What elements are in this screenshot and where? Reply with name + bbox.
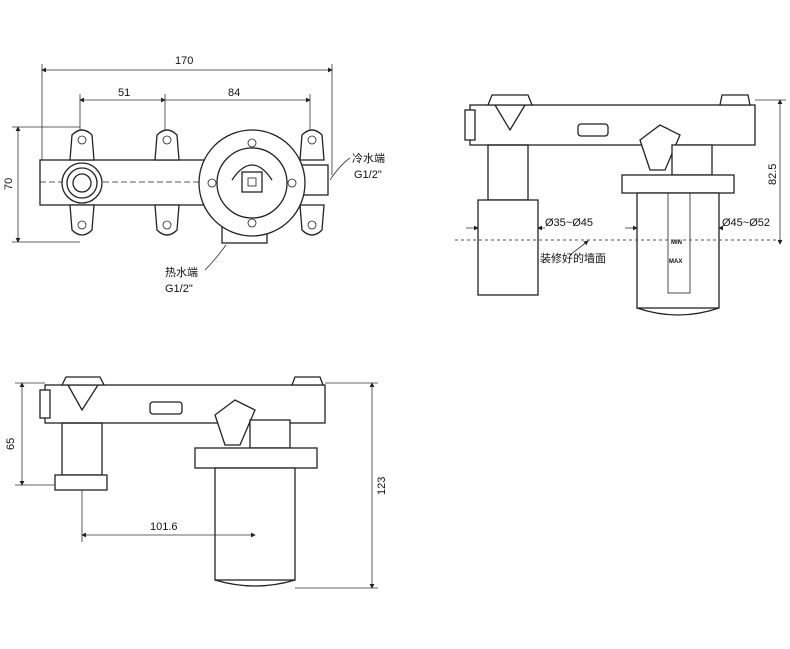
wall-label: 装修好的墙面 xyxy=(540,251,606,265)
front-view: 170 51 84 70 xyxy=(3,55,385,295)
top-view: 65 123 101.6 xyxy=(5,376,388,589)
top-dim-total: 123 xyxy=(376,477,388,495)
dim-right: 84 xyxy=(228,87,240,99)
dia-right: Ø45~Ø52 xyxy=(722,217,770,229)
max-label: MAX xyxy=(669,259,682,265)
cold-inlet-label: 冷水端 xyxy=(352,152,385,165)
min-label: MIN xyxy=(671,240,682,246)
dia-left: Ø35~Ø45 xyxy=(545,217,593,229)
side-view: MIN MAX Ø35~Ø45 Ø45~Ø52 装修好的墙面 82.5 xyxy=(455,94,786,316)
dim-depth: 82.5 xyxy=(767,164,779,185)
cold-inlet-thread: G1/2" xyxy=(354,169,382,181)
top-dim-spacing: 101.6 xyxy=(150,521,178,533)
dim-height: 70 xyxy=(3,178,15,190)
hot-inlet-thread: G1/2" xyxy=(165,283,193,295)
hot-inlet-label: 热水端 xyxy=(165,266,198,279)
dim-left: 51 xyxy=(118,87,130,99)
top-dim-height: 65 xyxy=(5,438,17,450)
dim-total-width: 170 xyxy=(175,55,193,67)
